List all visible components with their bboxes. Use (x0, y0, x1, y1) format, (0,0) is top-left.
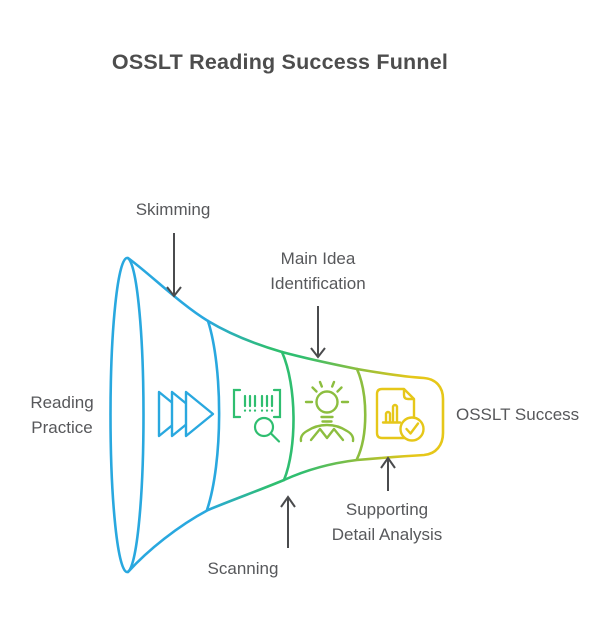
idea-lightbulb-person-icon (299, 380, 355, 443)
label-supporting-line1: Supporting (345, 500, 429, 519)
label-reading-practice: Reading Practice (2, 390, 122, 440)
annotation-arrows (166, 233, 396, 548)
label-skimming-text: Skimming (135, 200, 211, 219)
funnel-outline (126, 256, 445, 574)
label-osslt-success: OSSLT Success (456, 402, 611, 427)
label-main-idea-line2: Identification (270, 274, 366, 293)
label-main-idea-identification: Main Idea Identification (238, 246, 398, 296)
scanning-arrow (280, 495, 296, 548)
label-scanning: Scanning (173, 556, 313, 581)
label-reading-practice-line1: Reading (30, 393, 94, 412)
barcode-scan-search-icon (232, 388, 282, 443)
label-main-idea-line1: Main Idea (280, 249, 356, 268)
label-supporting-line2: Detail Analysis (331, 525, 443, 544)
fast-forward-icon (157, 390, 215, 438)
label-osslt-success-text: OSSLT Success (456, 405, 580, 424)
label-supporting-detail-analysis: Supporting Detail Analysis (305, 497, 469, 547)
label-reading-practice-line2: Practice (31, 418, 93, 437)
funnel-divider-1 (205, 319, 221, 512)
skimming-arrow (166, 233, 182, 298)
funnel-divider-2 (280, 350, 295, 482)
document-chart-check-icon (375, 387, 425, 442)
label-skimming: Skimming (103, 197, 243, 222)
funnel-body (109, 256, 445, 574)
funnel-divider-3 (355, 367, 367, 461)
supporting-detail-arrow (380, 456, 396, 491)
diagram-title: OSSLT Reading Success Funnel (111, 50, 449, 74)
main-idea-arrow (310, 306, 326, 359)
label-scanning-text: Scanning (207, 559, 279, 578)
